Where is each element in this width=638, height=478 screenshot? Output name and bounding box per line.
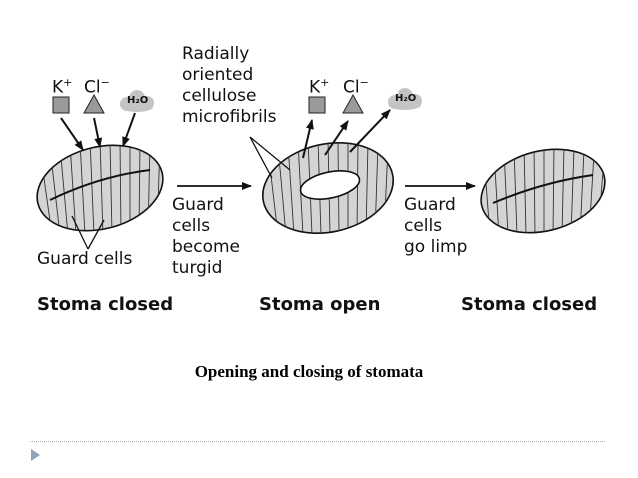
microfibril-pointer-lines [249,136,291,179]
water-label: H₂O [395,93,417,104]
stomatal-slit-left [49,169,151,201]
figure-caption: Opening and closing of stomata [194,362,424,381]
stage-label-open: Stoma open [259,294,381,315]
slide-bullet-icon [31,449,40,461]
water-cloud-icon [388,88,422,110]
potassium-square-icon [52,96,70,114]
water-label: H₂O [127,95,149,106]
ion-efflux-arrows [302,109,391,159]
chloride-triangle-icon [83,93,105,114]
turgid-label: Guard cells become turgid [172,195,241,278]
chloride-label: Cl− [84,76,110,98]
potassium-label: K+ [309,76,330,98]
guard-cell-pair-right [480,148,606,234]
stage-label-closed-right: Stoma closed [461,294,598,315]
stomatal-pore-open [299,170,361,200]
stoma-open-middle [261,139,395,236]
water-cloud-icon [120,90,154,112]
stage-label-closed-left: Stoma closed [37,294,174,315]
chloride-label: Cl− [343,76,369,98]
guard-cells-label: Guard cells [37,249,133,269]
stomata-figure [36,88,606,250]
potassium-square-icon [308,96,326,114]
limp-label: Guard cells go limp [404,195,468,257]
stoma-closed-right [480,145,606,237]
microfibrils-label: Radially oriented cellulose microfibrils [182,44,277,127]
footer-divider [30,441,605,442]
stomatal-slit-right [492,174,594,204]
potassium-label: K+ [52,76,73,98]
chloride-triangle-icon [342,93,364,114]
guard-cells-pointer-lines [71,215,105,250]
ion-influx-arrows [60,112,136,151]
